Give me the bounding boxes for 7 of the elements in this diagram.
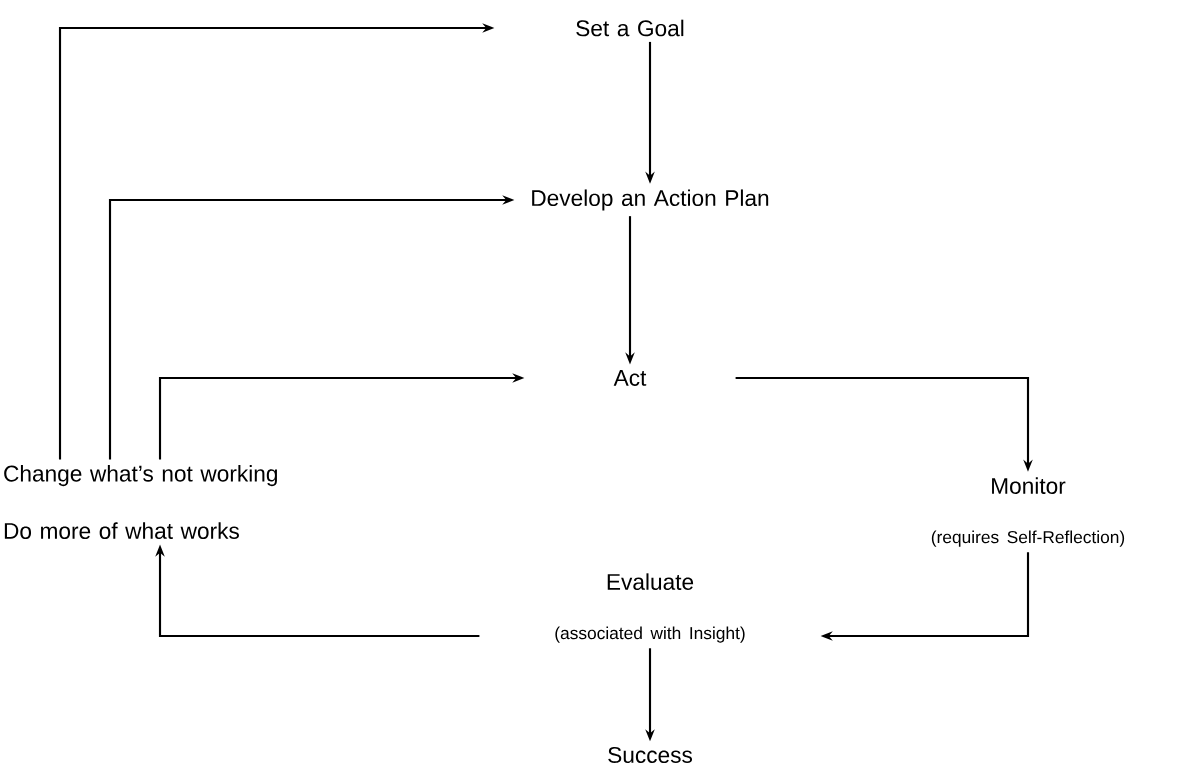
step-label: Success — [608, 746, 692, 763]
step-label: Act — [613, 370, 647, 386]
step-label: Monitor (requires Self-Reflection) — [931, 477, 1125, 547]
step-label: Develop an Action Plan — [532, 189, 769, 211]
action-labels: Change what’s not working Do more of what works — [4, 465, 277, 539]
step-label: Set a Goal — [576, 19, 684, 37]
step-label: Evaluate (associated with Insight) — [555, 573, 745, 643]
